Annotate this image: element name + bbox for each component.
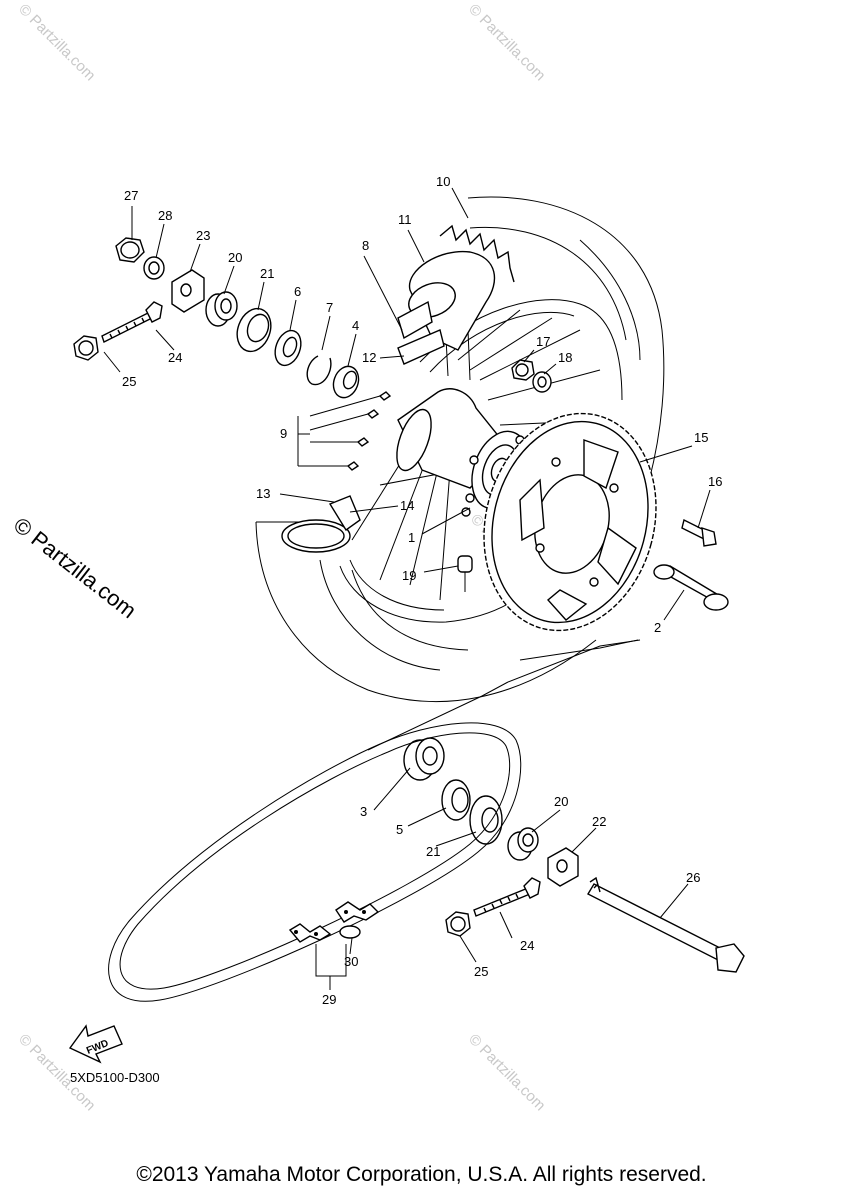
callout-14: 14 (400, 498, 414, 513)
sprocket-fasteners (511, 359, 717, 547)
callout-11: 11 (398, 212, 412, 227)
callout-15: 15 (694, 430, 708, 445)
callout-7: 7 (326, 300, 333, 315)
callout-18: 18 (558, 350, 572, 365)
copyright-notice: ©2013 Yamaha Motor Corporation, U.S.A. A… (136, 1163, 707, 1186)
callout-numbers: 27 28 23 20 21 6 7 4 24 25 8 10 11 12 17… (122, 174, 722, 1007)
callout-23: 23 (196, 228, 210, 243)
tube-and-rim-band (397, 250, 496, 365)
leader-lines (103, 187, 711, 990)
callout-6: 6 (294, 284, 301, 299)
spoke-nipples (346, 391, 392, 471)
callout-16: 16 (708, 474, 722, 489)
valve-cap (457, 555, 473, 592)
callout-1: 1 (408, 530, 415, 545)
spacer-tube (653, 564, 729, 611)
callout-17: 17 (536, 334, 550, 349)
callout-28: 28 (158, 208, 172, 223)
callout-26: 26 (686, 870, 700, 885)
assembly-brackets (297, 416, 641, 751)
callout-21-lower: 21 (426, 844, 440, 859)
callout-24-lower: 24 (520, 938, 534, 953)
callout-10: 10 (436, 174, 450, 189)
callout-24-upper: 24 (168, 350, 182, 365)
lower-hardware-stack (403, 737, 745, 973)
callout-4: 4 (352, 318, 359, 333)
callout-20-lower: 20 (554, 794, 568, 809)
rim-lock (281, 495, 361, 553)
callout-19: 19 (402, 568, 416, 583)
watermark-top-left: © Partzilla.com (15, 1, 98, 84)
callout-22: 22 (592, 814, 606, 829)
fwd-arrow: FWD (68, 1024, 123, 1064)
callout-21-upper: 21 (260, 266, 274, 281)
callout-8: 8 (362, 238, 369, 253)
left-hardware-stack (73, 237, 360, 399)
callout-29: 29 (322, 992, 336, 1007)
callout-9: 9 (280, 426, 287, 441)
callout-5: 5 (396, 822, 403, 837)
callout-25-lower: 25 (474, 964, 488, 979)
callout-20-upper: 20 (228, 250, 242, 265)
rear-sprocket (483, 412, 657, 632)
watermark-bottom-center: © Partzilla.com (465, 1031, 548, 1114)
callout-27: 27 (124, 188, 138, 203)
callout-30: 30 (344, 954, 358, 969)
callout-3: 3 (360, 804, 367, 819)
watermark-top-center: © Partzilla.com (465, 1, 548, 84)
callout-25-upper: 25 (122, 374, 136, 389)
diagram-code: 5XD5100-D300 (70, 1070, 160, 1085)
callout-13: 13 (256, 486, 270, 501)
callout-2: 2 (654, 620, 661, 635)
watermark-side: © Partzilla.com (9, 512, 141, 623)
callout-12: 12 (362, 350, 376, 365)
drive-chain (108, 722, 522, 1002)
